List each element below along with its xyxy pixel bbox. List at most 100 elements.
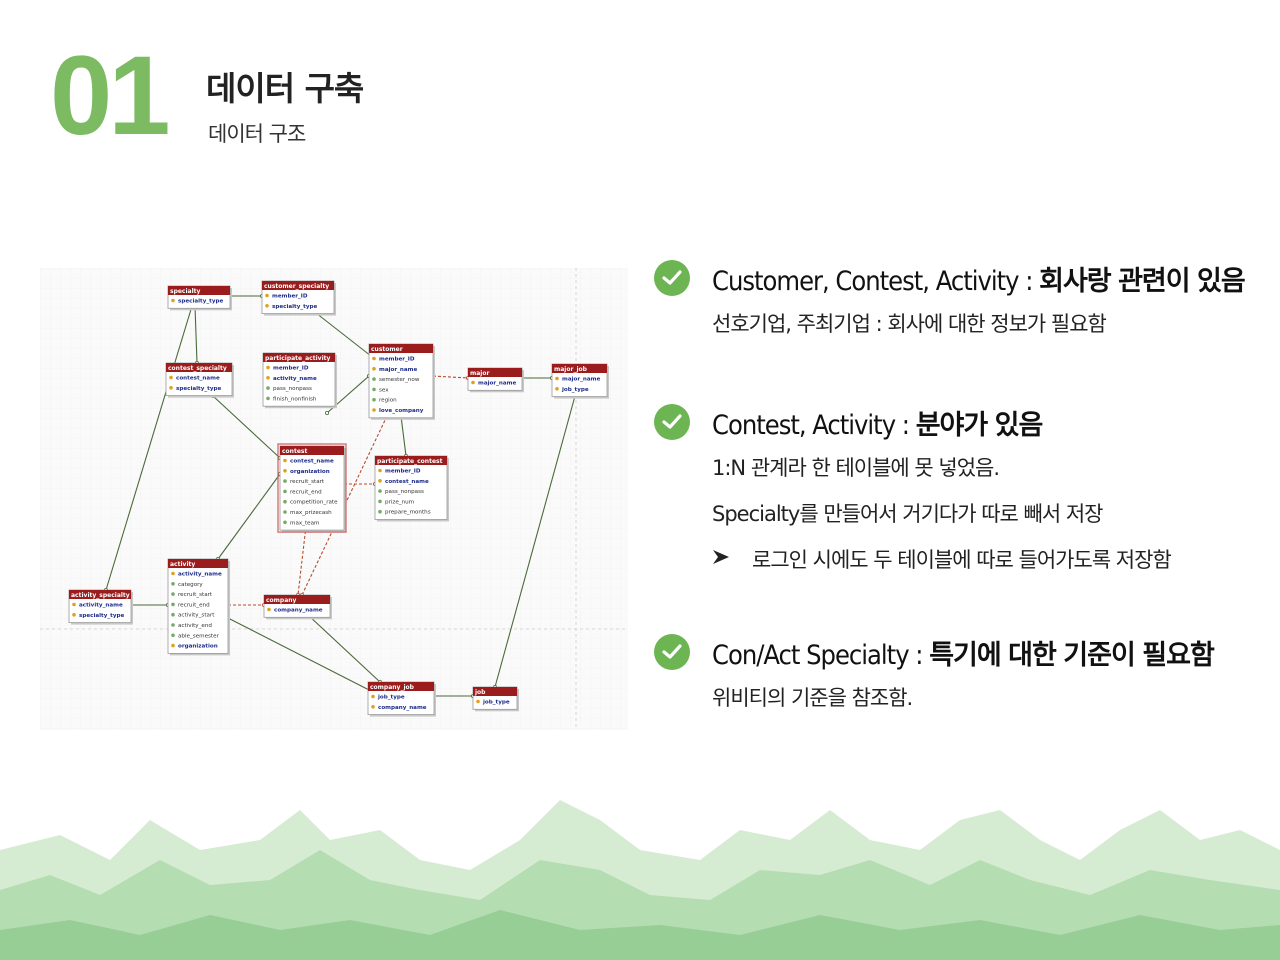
bullet-text: 로그인 시에도 두 테이블에 따로 들어가도록 저장함 bbox=[752, 548, 1172, 572]
erd-field: member_ID bbox=[379, 357, 415, 363]
erd-link bbox=[307, 614, 381, 683]
erd-field: pass_nonpass bbox=[273, 386, 312, 392]
section-criteria: Con/Act Specialty : 특기에 대한 기준이 필요함 위비티의 … bbox=[654, 632, 1274, 712]
erd-field: major_name bbox=[379, 367, 418, 373]
erd-field: activity_start bbox=[178, 613, 215, 619]
erd-table-name: contest bbox=[282, 448, 307, 455]
erd-diagram: specialty specialty_type customer_specialt… bbox=[40, 268, 628, 730]
erd-table-participate_activity: participate_activity member_ID activity_na… bbox=[262, 352, 337, 409]
erd-field: recruit_start bbox=[290, 479, 325, 485]
erd-table-specialty: specialty specialty_type bbox=[167, 285, 232, 311]
erd-field: pass_nonpass bbox=[385, 489, 424, 495]
erd-table-name: job bbox=[474, 689, 486, 696]
erd-link bbox=[194, 305, 198, 364]
erd-field: organization bbox=[178, 644, 218, 650]
erd-field: region bbox=[379, 398, 397, 404]
erd-table-name: participate_contest bbox=[377, 458, 443, 465]
section-heading-en: Contest, Activity : bbox=[712, 409, 910, 441]
erd-table-company: company company_name bbox=[263, 594, 332, 620]
erd-field: job_type bbox=[561, 387, 589, 393]
erd-field: company_name bbox=[378, 705, 427, 711]
erd-field: activity_name bbox=[273, 376, 317, 382]
erd-field: specialty_type bbox=[272, 304, 317, 310]
erd-table-name: customer bbox=[371, 346, 403, 353]
erd-link bbox=[315, 312, 372, 357]
erd-field: prepare_months bbox=[385, 510, 431, 516]
erd-field: activity_name bbox=[79, 603, 123, 609]
bullet-item: 로그인 시에도 두 테이블에 따로 들어가도록 저장함 bbox=[712, 544, 1274, 574]
erd-identifying-link bbox=[432, 375, 469, 379]
erd-table-contest: contest contest_name organization recruit_s… bbox=[277, 443, 347, 533]
erd-field: activity_end bbox=[178, 623, 212, 629]
section-text: 1:N 관계라 한 테이블에 못 넣었음. bbox=[712, 456, 1000, 480]
erd-field: specialty_type bbox=[79, 613, 124, 619]
erd-table-name: participate_activity bbox=[265, 355, 330, 362]
erd-field: able_semester bbox=[178, 633, 220, 639]
erd-table-name: contest_specialty bbox=[168, 365, 227, 372]
erd-table-name: specialty bbox=[170, 288, 201, 295]
erd-identifying-link bbox=[301, 415, 388, 596]
erd-field: semester_now bbox=[379, 377, 420, 383]
erd-field: specialty_type bbox=[178, 299, 223, 305]
erd-field: company_name bbox=[274, 608, 323, 614]
page-title: 데이터 구축 bbox=[206, 69, 364, 108]
section-number: 01 bbox=[50, 33, 171, 158]
erd-field: category bbox=[178, 582, 203, 588]
erd-field: member_ID bbox=[273, 366, 309, 372]
erd-table-customer: customer member_ID major_name semester_nows… bbox=[368, 343, 435, 420]
erd-field: finish_nonfinish bbox=[273, 396, 317, 402]
check-circle-icon bbox=[654, 260, 690, 296]
erd-field: contest_name bbox=[385, 479, 429, 485]
erd-field: major_name bbox=[478, 381, 517, 387]
erd-table-activity_specialty: activity_specialty activity_name specialty… bbox=[68, 589, 133, 625]
erd-table-job: job job_type bbox=[472, 686, 519, 712]
section-heading-ko: 특기에 대한 기준이 필요함 bbox=[929, 639, 1215, 671]
erd-identifying-link bbox=[297, 525, 307, 596]
erd-table-name: company bbox=[266, 597, 297, 604]
erd-field: member_ID bbox=[272, 294, 308, 300]
erd-field: recruit_end bbox=[178, 602, 210, 608]
erd-table-name: major bbox=[470, 370, 489, 377]
erd-field: sex bbox=[379, 387, 389, 393]
erd-field: max_prizecash bbox=[290, 510, 332, 516]
erd-field: organization bbox=[290, 469, 330, 475]
check-circle-icon bbox=[654, 634, 690, 670]
page-subtitle: 데이터 구조 bbox=[208, 122, 306, 146]
watercolor-decoration bbox=[0, 800, 1280, 960]
section-specialty: Contest, Activity : 분야가 있음 1:N 관계라 한 테이블… bbox=[654, 402, 1274, 574]
erd-table-name: activity_specialty bbox=[71, 592, 130, 599]
erd-field: prize_num bbox=[385, 499, 414, 505]
erd-field: specialty_type bbox=[176, 386, 221, 392]
erd-field: recruit_start bbox=[178, 592, 213, 598]
erd-link bbox=[105, 305, 193, 591]
arrowhead-bullet-icon bbox=[712, 549, 752, 570]
erd-table-name: company_job bbox=[370, 684, 415, 691]
erd-link bbox=[494, 395, 576, 688]
section-heading-en: Customer, Contest, Activity : bbox=[712, 265, 1033, 297]
erd-table-major: major major_name bbox=[467, 367, 524, 393]
erd-field: love_company bbox=[379, 408, 424, 414]
erd-field: activity_name bbox=[178, 572, 222, 578]
erd-field: major_name bbox=[562, 377, 601, 383]
erd-field: contest_name bbox=[176, 376, 220, 382]
erd-link bbox=[212, 395, 281, 459]
erd-field: recruit_end bbox=[290, 489, 322, 495]
erd-field: competition_rate bbox=[290, 500, 338, 506]
section-text: 선호기업, 주최기업 : 회사에 대한 정보가 필요함 bbox=[712, 312, 1107, 336]
section-heading-ko: 회사랑 관련이 있음 bbox=[1039, 265, 1246, 297]
erd-link bbox=[217, 473, 281, 560]
erd-table-contest_specialty: contest_specialty contest_name specialty_t… bbox=[165, 362, 234, 398]
erd-table-name: customer_specialty bbox=[264, 283, 329, 290]
erd-link bbox=[227, 617, 374, 693]
erd-field: max_team bbox=[290, 520, 320, 526]
erd-table-activity: activity activity_name category recruit_sta… bbox=[167, 558, 230, 656]
erd-field: job_type bbox=[482, 700, 510, 706]
section-heading-en: Con/Act Specialty : bbox=[712, 639, 923, 671]
section-heading-ko: 분야가 있음 bbox=[915, 409, 1044, 441]
section-text: 위비티의 기준을 참조함. bbox=[712, 686, 913, 710]
erd-table-participate_contest: participate_contestmember_IDcontest_name… bbox=[374, 455, 449, 522]
erd-table-name: activity bbox=[170, 561, 195, 568]
erd-field: contest_name bbox=[290, 459, 334, 465]
